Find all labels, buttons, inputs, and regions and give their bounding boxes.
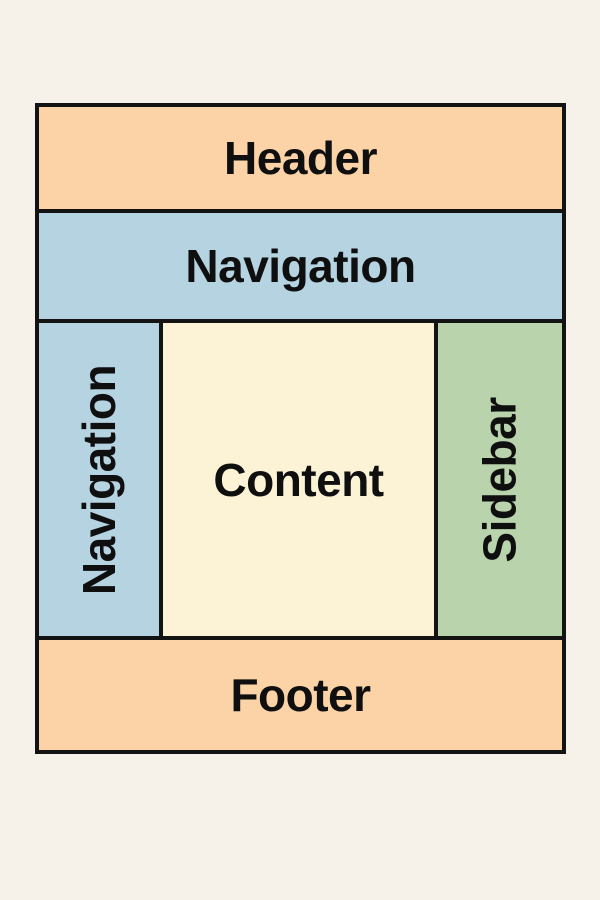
header-region: Header [39, 107, 562, 209]
top-navigation-region-label: Navigation [185, 240, 416, 292]
footer-region-label: Footer [230, 669, 371, 721]
sidebar-region: Sidebar [438, 323, 562, 636]
side-navigation-region-label: Navigation [73, 364, 125, 595]
top-navigation-region: Navigation [39, 213, 562, 319]
footer-region: Footer [39, 640, 562, 750]
side-navigation-region: Navigation [39, 323, 159, 636]
content-region-label: Content [213, 453, 384, 506]
sidebar-region-label: Sidebar [474, 396, 527, 563]
header-region-label: Header [224, 132, 377, 184]
layout-diagram: Header Navigation Navigation Content Sid… [35, 103, 566, 754]
content-region: Content [163, 323, 434, 636]
